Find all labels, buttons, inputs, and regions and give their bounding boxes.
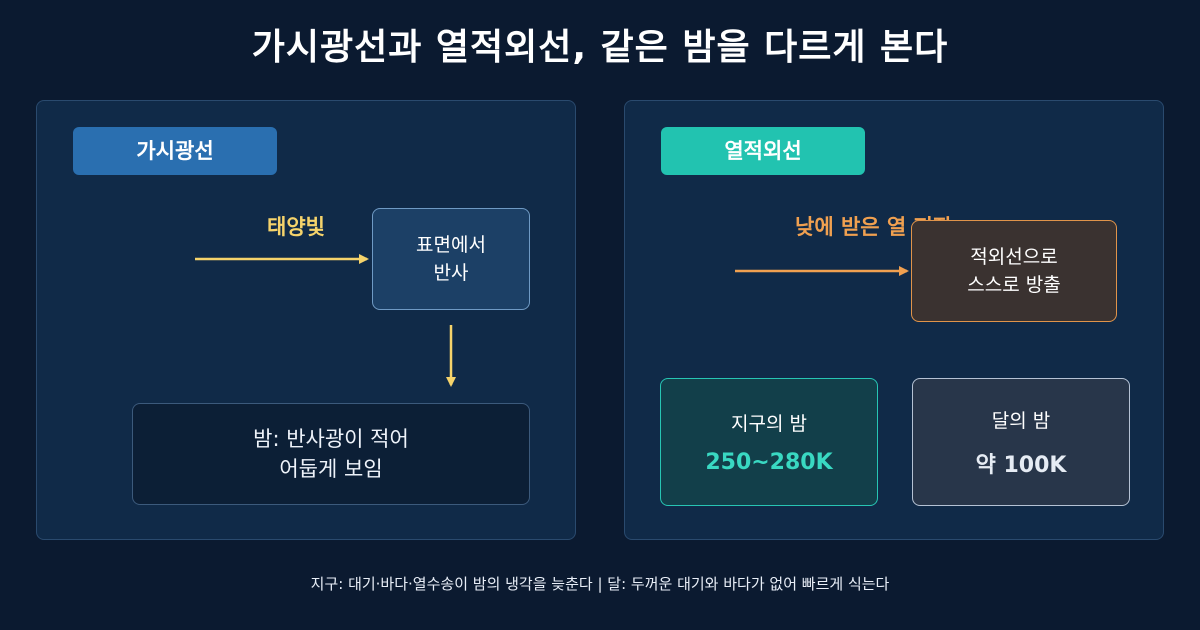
visible-light-panel: 가시광선 태양빛 표면에서 반사 밤: 반사광이 적어 어둡게 보임 xyxy=(36,100,576,540)
footer-caption: 지구: 대기·바다·열수송이 밤의 냉각을 늦춘다 | 달: 두꺼운 대기와 바… xyxy=(310,575,890,593)
emit-line-1: 적외선으로 xyxy=(970,246,1058,268)
moon-night-box: 달의 밤 약 100K xyxy=(912,378,1130,506)
page-title: 가시광선과 열적외선, 같은 밤을 다르게 본다 xyxy=(251,27,949,68)
night-line-1: 밤: 반사광이 적어 xyxy=(253,427,409,451)
earth-night-label: 지구의 밤 xyxy=(731,413,807,435)
ir-arrows xyxy=(735,266,909,276)
moon-night-temperature: 약 100K xyxy=(975,452,1067,478)
moon-night-label: 달의 밤 xyxy=(991,409,1051,432)
sunlight-label: 태양빛 xyxy=(267,215,325,239)
earth-night-temperature: 250~280K xyxy=(705,450,833,475)
visible-light-tag: 가시광선 xyxy=(73,127,277,175)
reflect-line-2: 반사 xyxy=(433,262,469,284)
infrared-emission-box: 적외선으로 스스로 방출 xyxy=(911,220,1117,322)
earth-night-box: 지구의 밤 250~280K xyxy=(660,378,878,506)
night-dark-box: 밤: 반사광이 적어 어둡게 보임 xyxy=(132,403,530,505)
thermal-infrared-tag: 열적외선 xyxy=(661,127,865,175)
visible-arrows xyxy=(195,254,456,387)
reflect-line-1: 표면에서 xyxy=(416,234,486,256)
thermal-infrared-panel: 열적외선 낮에 받은 열 저장 적외선으로 스스로 방출 지구의 밤 250~2… xyxy=(624,100,1164,540)
surface-reflection-box: 표면에서 반사 xyxy=(372,208,530,310)
emit-line-2: 스스로 방출 xyxy=(967,274,1061,296)
night-line-2: 어둡게 보임 xyxy=(279,457,383,481)
